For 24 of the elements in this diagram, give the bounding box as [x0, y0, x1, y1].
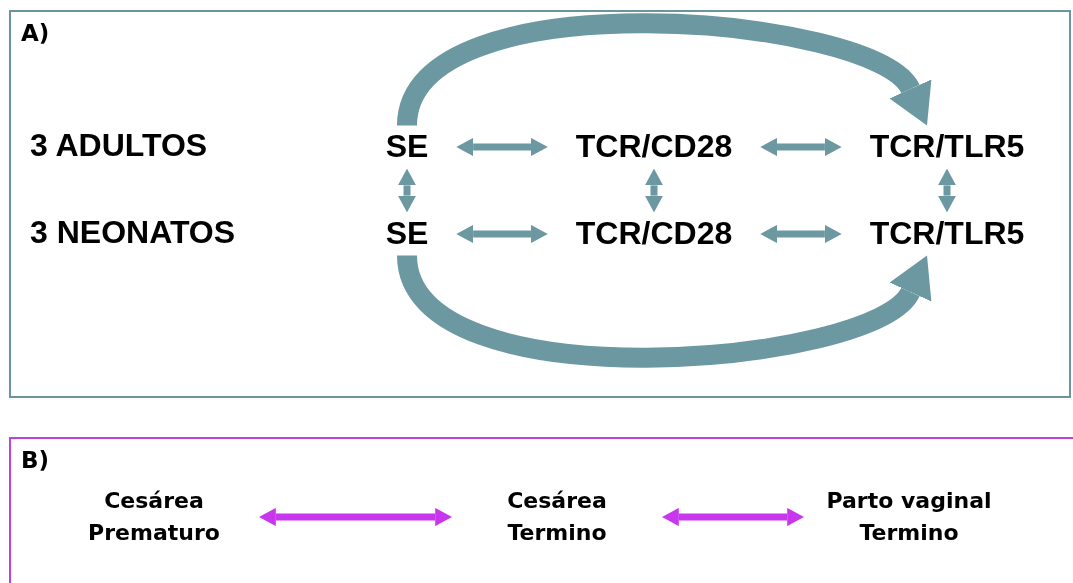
group-label: TCR/CD28 — [575, 216, 733, 252]
row-label: 3 ADULTOS — [30, 126, 208, 164]
group-label: Cesárea Prematuro — [87, 487, 221, 547]
double-arrow — [398, 168, 416, 213]
double-arrow — [645, 168, 663, 213]
double-arrow — [760, 138, 842, 156]
panel-label: A) — [21, 20, 50, 46]
double-arrow — [938, 168, 956, 213]
panel-label: B) — [21, 447, 50, 473]
group-label: TCR/CD28 — [575, 129, 733, 165]
row-label: 3 NEONATOS — [30, 213, 236, 251]
group-label: SE — [385, 129, 429, 165]
double-arrow — [456, 225, 548, 243]
panel-frame — [9, 437, 1073, 583]
double-arrow — [662, 508, 804, 526]
group-label: Cesárea Termino — [506, 487, 608, 547]
double-arrow — [259, 508, 452, 526]
group-label: TCR/TLR5 — [869, 216, 1025, 252]
group-label: SE — [385, 216, 429, 252]
group-label: Parto vaginal Termino — [825, 487, 993, 547]
group-label: TCR/TLR5 — [869, 129, 1025, 165]
panel-frame — [9, 10, 1071, 398]
double-arrow — [456, 138, 548, 156]
double-arrow — [760, 225, 842, 243]
